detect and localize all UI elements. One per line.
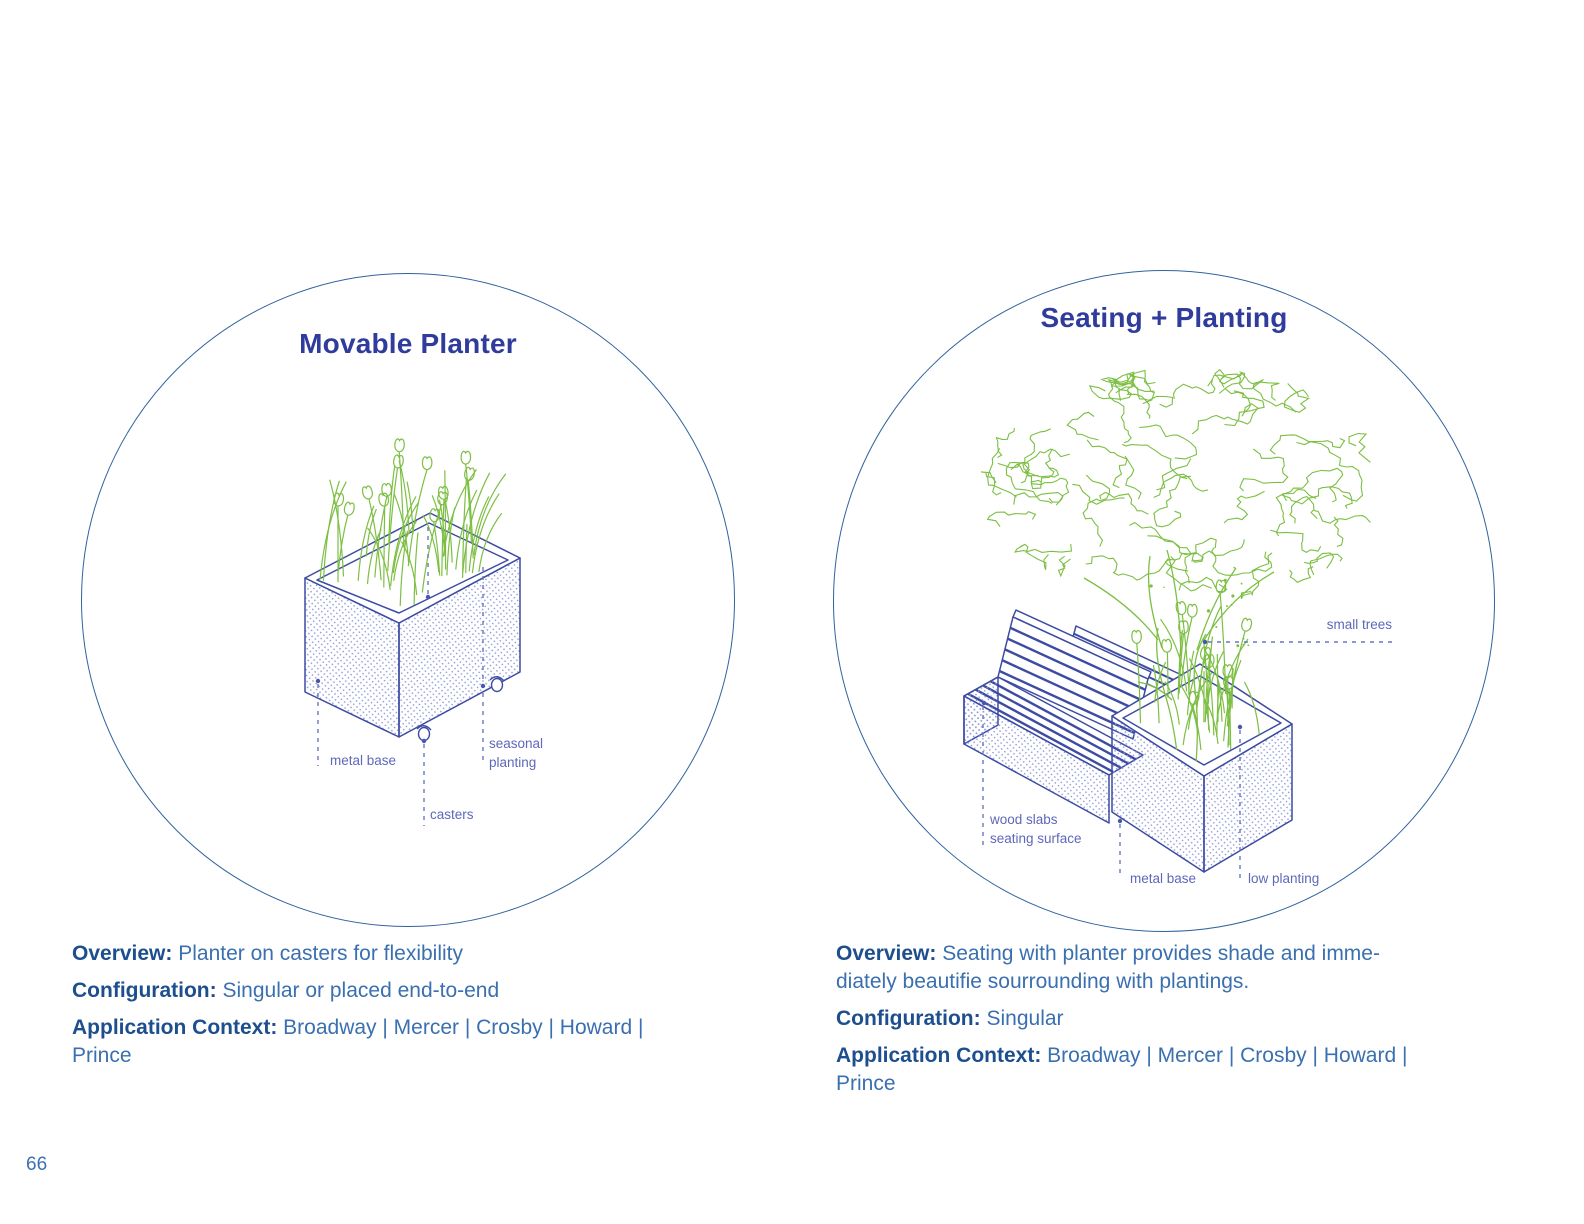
- callout-leader-lines: [317, 527, 484, 826]
- callout-line: planting: [489, 754, 537, 770]
- configuration-row: Configuration: Singular or placed end-to…: [72, 977, 740, 1005]
- configuration-text: Singular: [986, 1006, 1064, 1030]
- application-context-text-line2: Prince: [72, 1043, 132, 1067]
- casters: [416, 676, 505, 742]
- right-diagram-title: Seating + Planting: [1040, 302, 1288, 333]
- application-context-text: Broadway | Mercer | Crosby | Howard |: [1047, 1043, 1408, 1067]
- overview-text: Seating with planter provides shade and …: [942, 942, 1380, 965]
- application-context-label: Application Context:: [72, 1015, 278, 1039]
- application-context-text-line2: Prince: [836, 1071, 896, 1095]
- configuration-text: Singular or placed end-to-end: [222, 978, 500, 1002]
- callout-leader-lines: [982, 641, 1394, 878]
- right-description: Overview: Seating with planter provides …: [836, 940, 1504, 1107]
- tree-canopy: [980, 368, 1371, 648]
- configuration-label: Configuration:: [72, 978, 217, 1002]
- callout-seasonal-planting: seasonal planting: [489, 735, 543, 773]
- callout-line: seating surface: [990, 830, 1082, 846]
- overview-label: Overview:: [836, 942, 937, 965]
- application-context-text: Broadway | Mercer | Crosby | Howard |: [283, 1015, 644, 1039]
- callout-small-trees: small trees: [1326, 617, 1392, 632]
- low-planting-plants: [1131, 579, 1260, 750]
- movable-planter-illustration: [304, 438, 521, 826]
- application-context-label: Application Context:: [836, 1043, 1042, 1067]
- seating-planting-illustration: [963, 368, 1394, 878]
- overview-label: Overview:: [72, 942, 173, 965]
- callout-metal-base: metal base: [1130, 871, 1197, 886]
- application-context-row: Application Context: Broadway | Mercer |…: [72, 1014, 740, 1070]
- page-number: 66: [26, 1154, 48, 1175]
- callout-line: wood slabs: [990, 812, 1058, 827]
- callout-line: seasonal: [489, 736, 544, 751]
- planter-box: [304, 512, 521, 738]
- callout-metal-base: metal base: [330, 753, 397, 768]
- configuration-row: Configuration: Singular: [836, 1005, 1504, 1033]
- application-context-row: Application Context: Broadway | Mercer |…: [836, 1042, 1504, 1098]
- callout-casters: casters: [430, 807, 474, 822]
- overview-text: Planter on casters for flexibility: [178, 942, 464, 965]
- overview-text-line2: diately beautifie sourrounding with plan…: [836, 969, 1250, 993]
- callout-low-planting: low planting: [1248, 871, 1320, 886]
- callout-wood-slabs: wood slabs seating surface: [990, 811, 1082, 849]
- tree-trunk: [1083, 549, 1275, 765]
- left-diagram-title: Movable Planter: [299, 328, 517, 359]
- overview-row: Overview: Seating with planter provides …: [836, 940, 1504, 996]
- left-description: Overview: Planter on casters for flexibi…: [72, 940, 740, 1079]
- callout-leader-dots: [315, 594, 486, 744]
- overview-row: Overview: Planter on casters for flexibi…: [72, 940, 740, 968]
- configuration-label: Configuration:: [836, 1006, 981, 1030]
- bench: [963, 609, 1187, 824]
- callout-leader-dots: [981, 639, 1243, 824]
- seasonal-planting-plants: [319, 438, 507, 606]
